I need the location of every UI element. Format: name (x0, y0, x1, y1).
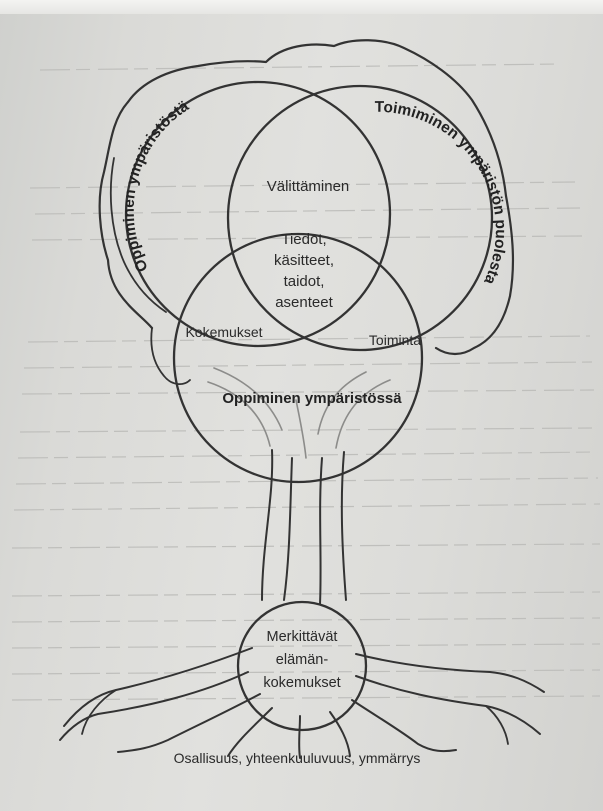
bleed-through-text (12, 64, 600, 700)
circle-learning-in-environment (174, 234, 422, 482)
circle-acting-for-environment (228, 86, 492, 350)
svg-text:elämän-: elämän- (276, 652, 329, 668)
svg-text:taidot,: taidot, (284, 273, 325, 290)
svg-text:asenteet: asenteet (275, 294, 333, 311)
label-significant-life-experiences: Merkittävät elämän- kokemukset (263, 629, 340, 691)
label-experiences: Kokemukset (185, 324, 262, 340)
tree-crown-lower-left (151, 328, 190, 384)
label-center-knowledge: Tiedot, käsitteet, taidot, asenteet (274, 231, 334, 311)
label-learning-in-environment: Oppiminen ympäristössä (222, 390, 402, 407)
label-roots-caption: Osallisuus, yhteenkuuluvuus, ymmärrys (174, 750, 421, 766)
label-acting-for-environment: Toimiminen ympäristön puolesta (375, 99, 509, 287)
svg-text:Tiedot,: Tiedot, (281, 231, 326, 248)
svg-text:käsitteet,: käsitteet, (274, 252, 334, 269)
label-learning-from-environment: Oppiminen ympäristöstä (121, 97, 193, 274)
label-action: Toiminta (369, 332, 421, 348)
svg-text:kokemukset: kokemukset (263, 675, 340, 691)
label-caring: Välittäminen (267, 178, 350, 195)
svg-text:Merkittävät: Merkittävät (267, 629, 338, 645)
